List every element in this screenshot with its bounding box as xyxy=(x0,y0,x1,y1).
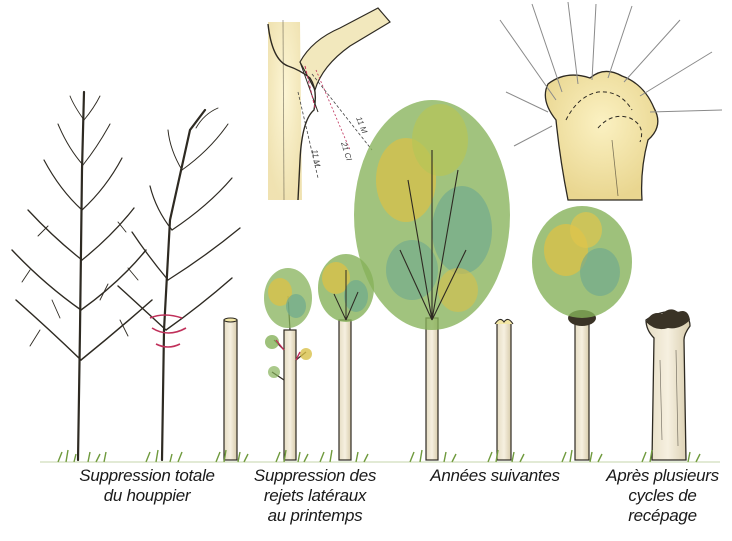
trunk-regrown-pollard xyxy=(568,310,596,460)
trunk-recut xyxy=(495,319,513,460)
tree-bare-full xyxy=(12,92,152,460)
caption-step-1: Suppression totale du houppier xyxy=(62,466,232,506)
caption-step-3: Années suivantes xyxy=(420,466,570,486)
caption-line: Années suivantes xyxy=(420,466,570,486)
foliage-pollard-crown xyxy=(532,206,632,318)
ground-grass xyxy=(146,450,182,462)
caption-line: au printemps xyxy=(250,506,380,526)
detail-measure-labels: 11 M 21 CI 11 M xyxy=(310,115,369,167)
detail-pollard-head xyxy=(500,2,722,200)
trunk-cut-stump xyxy=(224,318,237,460)
measure-label: 21 CI xyxy=(339,140,354,163)
caption-step-4: Après plusieurs cycles de recépage xyxy=(595,466,730,526)
trunk-large-crown xyxy=(426,318,438,460)
caption-line: Suppression des xyxy=(250,466,380,486)
trunk-young-crown xyxy=(339,320,351,460)
measure-label: 11 M xyxy=(310,149,322,168)
caption-line: recépage xyxy=(595,506,730,526)
caption-line: cycles de xyxy=(595,486,730,506)
caption-line: Après plusieurs xyxy=(595,466,730,486)
measure-label: 11 M xyxy=(354,115,369,135)
ground-grass xyxy=(58,450,106,462)
trunk-pollard-knob xyxy=(646,309,690,460)
foliage-large-crown xyxy=(354,100,510,330)
caption-step-2: Suppression des rejets latéraux au print… xyxy=(250,466,380,526)
caption-line: Suppression totale xyxy=(62,466,232,486)
caption-line: rejets latéraux xyxy=(250,486,380,506)
caption-line: du houppier xyxy=(62,486,232,506)
tree-bare-cut xyxy=(118,108,240,460)
